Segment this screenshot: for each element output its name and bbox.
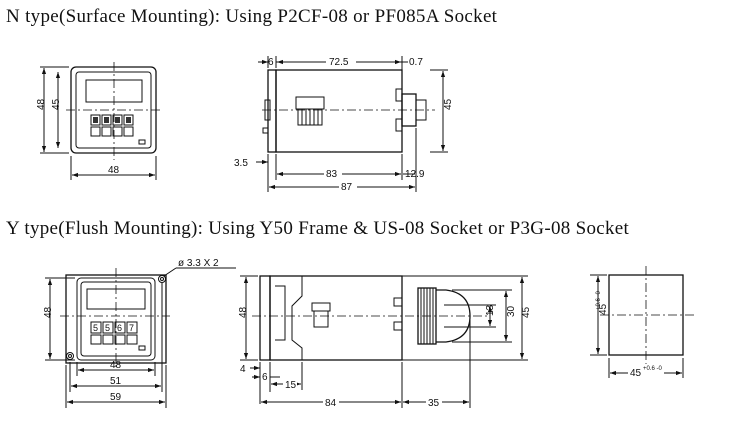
y-digit-4: 7 [129,323,134,333]
y-side-d84: 84 [325,398,337,409]
y-side-d15: 15 [285,380,297,391]
y-side-bezel [259,275,271,361]
y-side-d30: 30 [506,305,517,317]
y-digit-2: 5 [105,323,110,333]
y-digit-switches: 5 5 6 7 [90,321,138,345]
y-front-w51: 51 [110,376,122,387]
y-mount-hole-bottom [66,352,74,360]
n-front-width: 48 [108,165,120,176]
n-side-d87: 87 [341,182,353,193]
y-side-d6: 6 [262,372,268,383]
y-digit-3: 6 [117,323,122,333]
n-digit-switches [90,114,134,137]
n-side-d6: 6 [268,57,274,68]
y-hole-note: ø 3.3 X 2 [178,258,219,269]
y-front-height: 48 [43,306,54,318]
y-type-heading: Y type(Flush Mounting): Using Y50 Frame … [6,218,630,239]
y-side-d13: 13 [485,304,496,316]
y-digit-1: 5 [93,323,98,333]
cutout-vertical-tol: +0.6 -0 [596,290,602,310]
y-side-d4: 4 [240,364,246,375]
n-type-heading: N type(Surface Mounting): Using P2CF-08 … [6,6,498,27]
y-side-h48: 48 [238,306,249,318]
y-side-d35: 35 [428,398,440,409]
y-side-d45: 45 [521,306,532,318]
n-side-d72-5: 72.5 [329,57,349,68]
n-side-d0-7: 0.7 [409,57,423,68]
n-front-height-outer: 48 [36,98,47,110]
n-side-view: 6 72.5 0.7 45 3.5 83 12.9 87 [234,55,454,193]
y-side-body [269,275,403,361]
cutout-horizontal-tol: +0.6 -0 [643,366,663,372]
y-front-w48: 48 [110,360,122,371]
n-side-d12-9: 12.9 [405,169,425,180]
y-side-view: 48 4 6 15 84 35 13 30 45 [238,275,532,409]
n-side-d3-5: 3.5 [234,158,248,169]
panel-cutout: 45 +0.6 -0 45 +0.6 -0 [590,266,694,379]
cutout-vertical: 45 [598,303,609,315]
cutout-horizontal: 45 [630,368,642,379]
n-front-height-inner: 45 [51,98,62,110]
y-front-w59: 59 [110,392,122,403]
n-side-d45: 45 [443,98,454,110]
n-front-view: 48 45 48 [36,62,161,180]
y-mount-hole-top [158,275,166,283]
y-mounting-frame [270,275,303,360]
y-front-view: 5 5 6 7 ø 3.3 X 2 48 48 51 59 [43,258,236,408]
n-side-d83: 83 [326,169,338,180]
